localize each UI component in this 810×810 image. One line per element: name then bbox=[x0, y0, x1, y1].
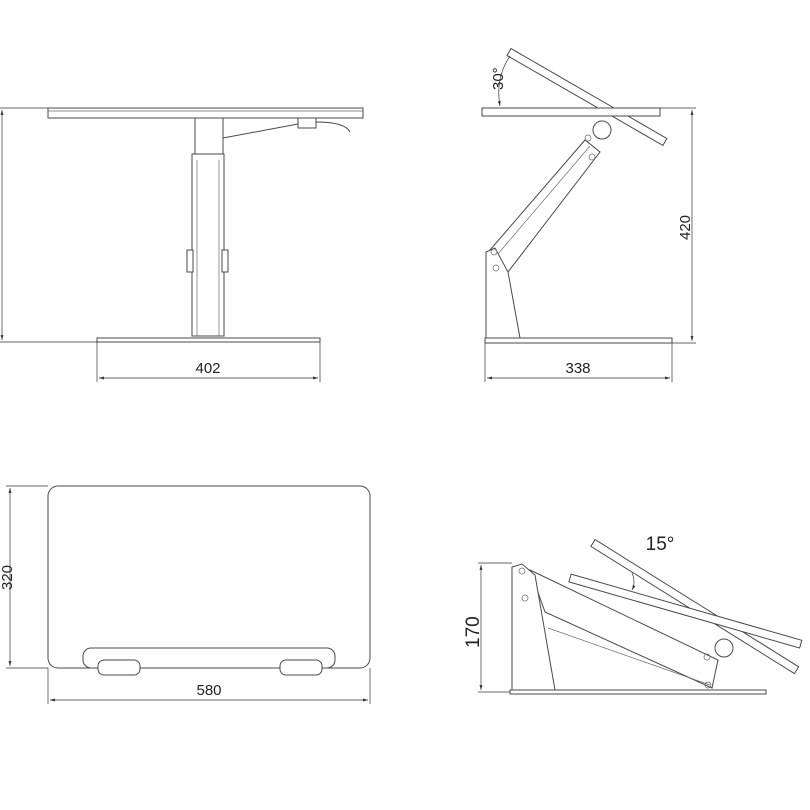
release-cable bbox=[222, 121, 311, 139]
column-head bbox=[194, 117, 224, 155]
flat-tabletop bbox=[481, 107, 661, 117]
top-depth-label: 320 bbox=[0, 565, 16, 590]
base-plate bbox=[96, 337, 321, 343]
side-view: 30° 420 338 bbox=[481, 47, 696, 382]
table-surface bbox=[47, 485, 371, 669]
folded-hinge-knob bbox=[714, 638, 734, 658]
folded-base bbox=[509, 689, 767, 695]
tabletop bbox=[47, 107, 364, 119]
side-base bbox=[484, 337, 673, 344]
side-depth-label: 338 bbox=[565, 360, 590, 377]
hinge-knob bbox=[592, 120, 612, 140]
folded-arm bbox=[529, 569, 719, 689]
tilted-tabletop bbox=[506, 47, 668, 147]
panel bbox=[568, 573, 803, 649]
folded-height-label: 170 bbox=[463, 616, 484, 648]
folded-tilt-label: 15° bbox=[646, 534, 675, 555]
release-lever bbox=[297, 117, 317, 129]
front-ledge bbox=[82, 647, 336, 669]
arm bbox=[489, 139, 601, 273]
front-view: 402 bbox=[0, 107, 364, 382]
folded-view: 15° 170 bbox=[463, 534, 803, 695]
side-tilt-label: 30° bbox=[490, 67, 507, 90]
front-width-label: 402 bbox=[195, 360, 220, 377]
folded-upright bbox=[511, 563, 556, 691]
top-view: 320 580 bbox=[0, 485, 371, 704]
side-height-label: 420 bbox=[677, 215, 694, 240]
top-width-label: 580 bbox=[196, 682, 221, 699]
